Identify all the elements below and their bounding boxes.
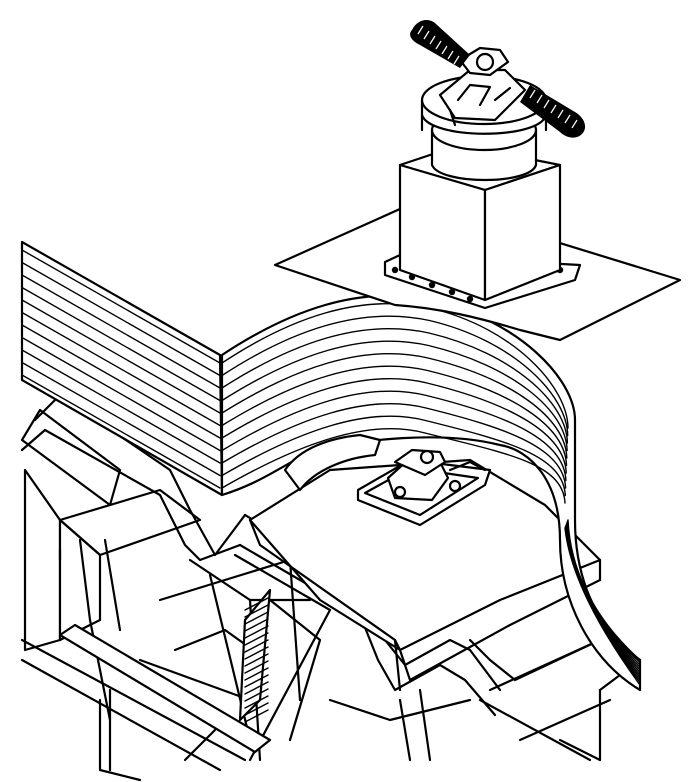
braid-mark bbox=[557, 109, 564, 119]
busbar-layer-curve bbox=[221, 327, 569, 444]
braid-hatch bbox=[244, 639, 269, 653]
busbar-layer-curve bbox=[221, 315, 569, 437]
braid-hatch bbox=[244, 632, 269, 646]
busbar-layer bbox=[21, 349, 221, 464]
braid-mark bbox=[529, 89, 536, 99]
braid-mark bbox=[564, 114, 571, 124]
braid-hatch bbox=[244, 611, 269, 625]
busbar-layer bbox=[21, 249, 221, 364]
busbar-layer bbox=[21, 299, 221, 414]
busbar-layer-curve bbox=[221, 402, 567, 489]
braid-mark bbox=[550, 104, 557, 114]
bolt-hole bbox=[428, 281, 436, 289]
lower-clamp bbox=[356, 448, 492, 527]
braid-hatch bbox=[244, 660, 269, 674]
braid-hatch bbox=[244, 604, 269, 618]
braid-hatch bbox=[244, 653, 269, 667]
busbar-layer bbox=[21, 274, 221, 389]
braid-mark bbox=[423, 30, 430, 40]
braid-mark bbox=[441, 45, 448, 55]
braided-strap-upper bbox=[410, 20, 586, 138]
bolt-hole bbox=[466, 295, 474, 303]
busbar-layer-curve bbox=[221, 390, 567, 482]
braid-mark bbox=[429, 35, 436, 45]
braid-mark bbox=[417, 25, 424, 35]
braid-hatch bbox=[244, 667, 269, 681]
braid-hatch bbox=[244, 618, 269, 632]
lower-braided-strap bbox=[238, 588, 272, 723]
busbar-layer-tail bbox=[564, 527, 641, 686]
braid-hatch bbox=[244, 625, 269, 639]
busbar-layer-curve bbox=[221, 340, 568, 452]
terminal-clamp-upper bbox=[438, 46, 527, 127]
braid-mark bbox=[543, 99, 550, 109]
busbar-layer bbox=[21, 361, 221, 477]
braid-hatch bbox=[244, 709, 269, 723]
braid-hatch bbox=[244, 695, 269, 709]
busbar-layer bbox=[21, 374, 221, 489]
busbar-layer bbox=[21, 261, 221, 377]
busbar-layer bbox=[21, 286, 221, 402]
braid-mark bbox=[453, 55, 460, 65]
busbar-layer-curve bbox=[221, 427, 566, 504]
braid-hatch bbox=[244, 597, 269, 611]
braid-hatch bbox=[244, 688, 269, 702]
busbar-layer-curve bbox=[221, 365, 568, 467]
busbar-layer-curve bbox=[221, 415, 566, 497]
bolt-hole bbox=[391, 266, 399, 274]
braid-hatch bbox=[244, 702, 269, 716]
braid-hatch bbox=[244, 674, 269, 688]
busbar-layer bbox=[21, 336, 221, 452]
laminated-busbar-stack bbox=[20, 240, 642, 692]
braid-mark bbox=[571, 119, 578, 129]
busbar-layer-curve bbox=[221, 352, 568, 459]
braid-mark bbox=[435, 40, 442, 50]
bolt-hole bbox=[448, 288, 456, 296]
busbar-layer bbox=[21, 324, 221, 439]
braid-hatch bbox=[244, 681, 269, 695]
busbar-layer-curve bbox=[221, 377, 567, 474]
braid-mark bbox=[447, 50, 454, 60]
braid-hatch bbox=[244, 646, 269, 660]
center-housing bbox=[248, 458, 602, 692]
busbar-layer bbox=[21, 311, 221, 427]
braid-mark bbox=[536, 94, 543, 104]
